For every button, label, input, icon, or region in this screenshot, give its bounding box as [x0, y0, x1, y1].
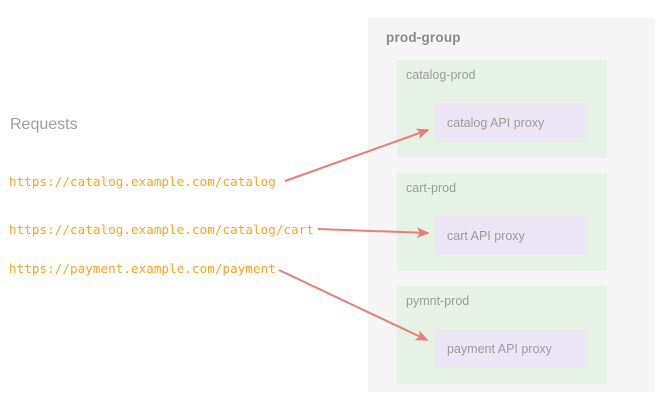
- request-url-cart: https://catalog.example.com/catalog/cart: [9, 222, 315, 237]
- environment-title-cart-prod: cart-prod: [406, 181, 457, 195]
- proxy-box-cart-api-proxy: cart API proxy: [435, 216, 585, 255]
- proxy-label-cart-api-proxy: cart API proxy: [447, 228, 525, 243]
- environment-title-catalog-prod: catalog-prod: [406, 68, 476, 82]
- environment-box-pymnt-prod: pymnt-prod payment API proxy: [397, 286, 607, 384]
- proxy-label-payment-api-proxy: payment API proxy: [447, 341, 552, 356]
- environment-title-pymnt-prod: pymnt-prod: [406, 294, 470, 308]
- prod-group-title: prod-group: [386, 30, 461, 45]
- request-url-catalog: https://catalog.example.com/catalog: [9, 174, 276, 189]
- environment-box-catalog-prod: catalog-prod catalog API proxy: [397, 60, 607, 158]
- proxy-box-payment-api-proxy: payment API proxy: [435, 329, 585, 368]
- requests-section: Requests https://catalog.example.com/cat…: [9, 116, 315, 276]
- proxy-label-catalog-api-proxy: catalog API proxy: [447, 115, 545, 130]
- proxy-box-catalog-api-proxy: catalog API proxy: [435, 103, 585, 142]
- request-url-payment: https://payment.example.com/payment: [9, 261, 276, 276]
- environment-box-cart-prod: cart-prod cart API proxy: [397, 173, 607, 271]
- prod-group-panel: prod-group catalog-prod catalog API prox…: [368, 18, 655, 392]
- requests-heading: Requests: [10, 116, 78, 133]
